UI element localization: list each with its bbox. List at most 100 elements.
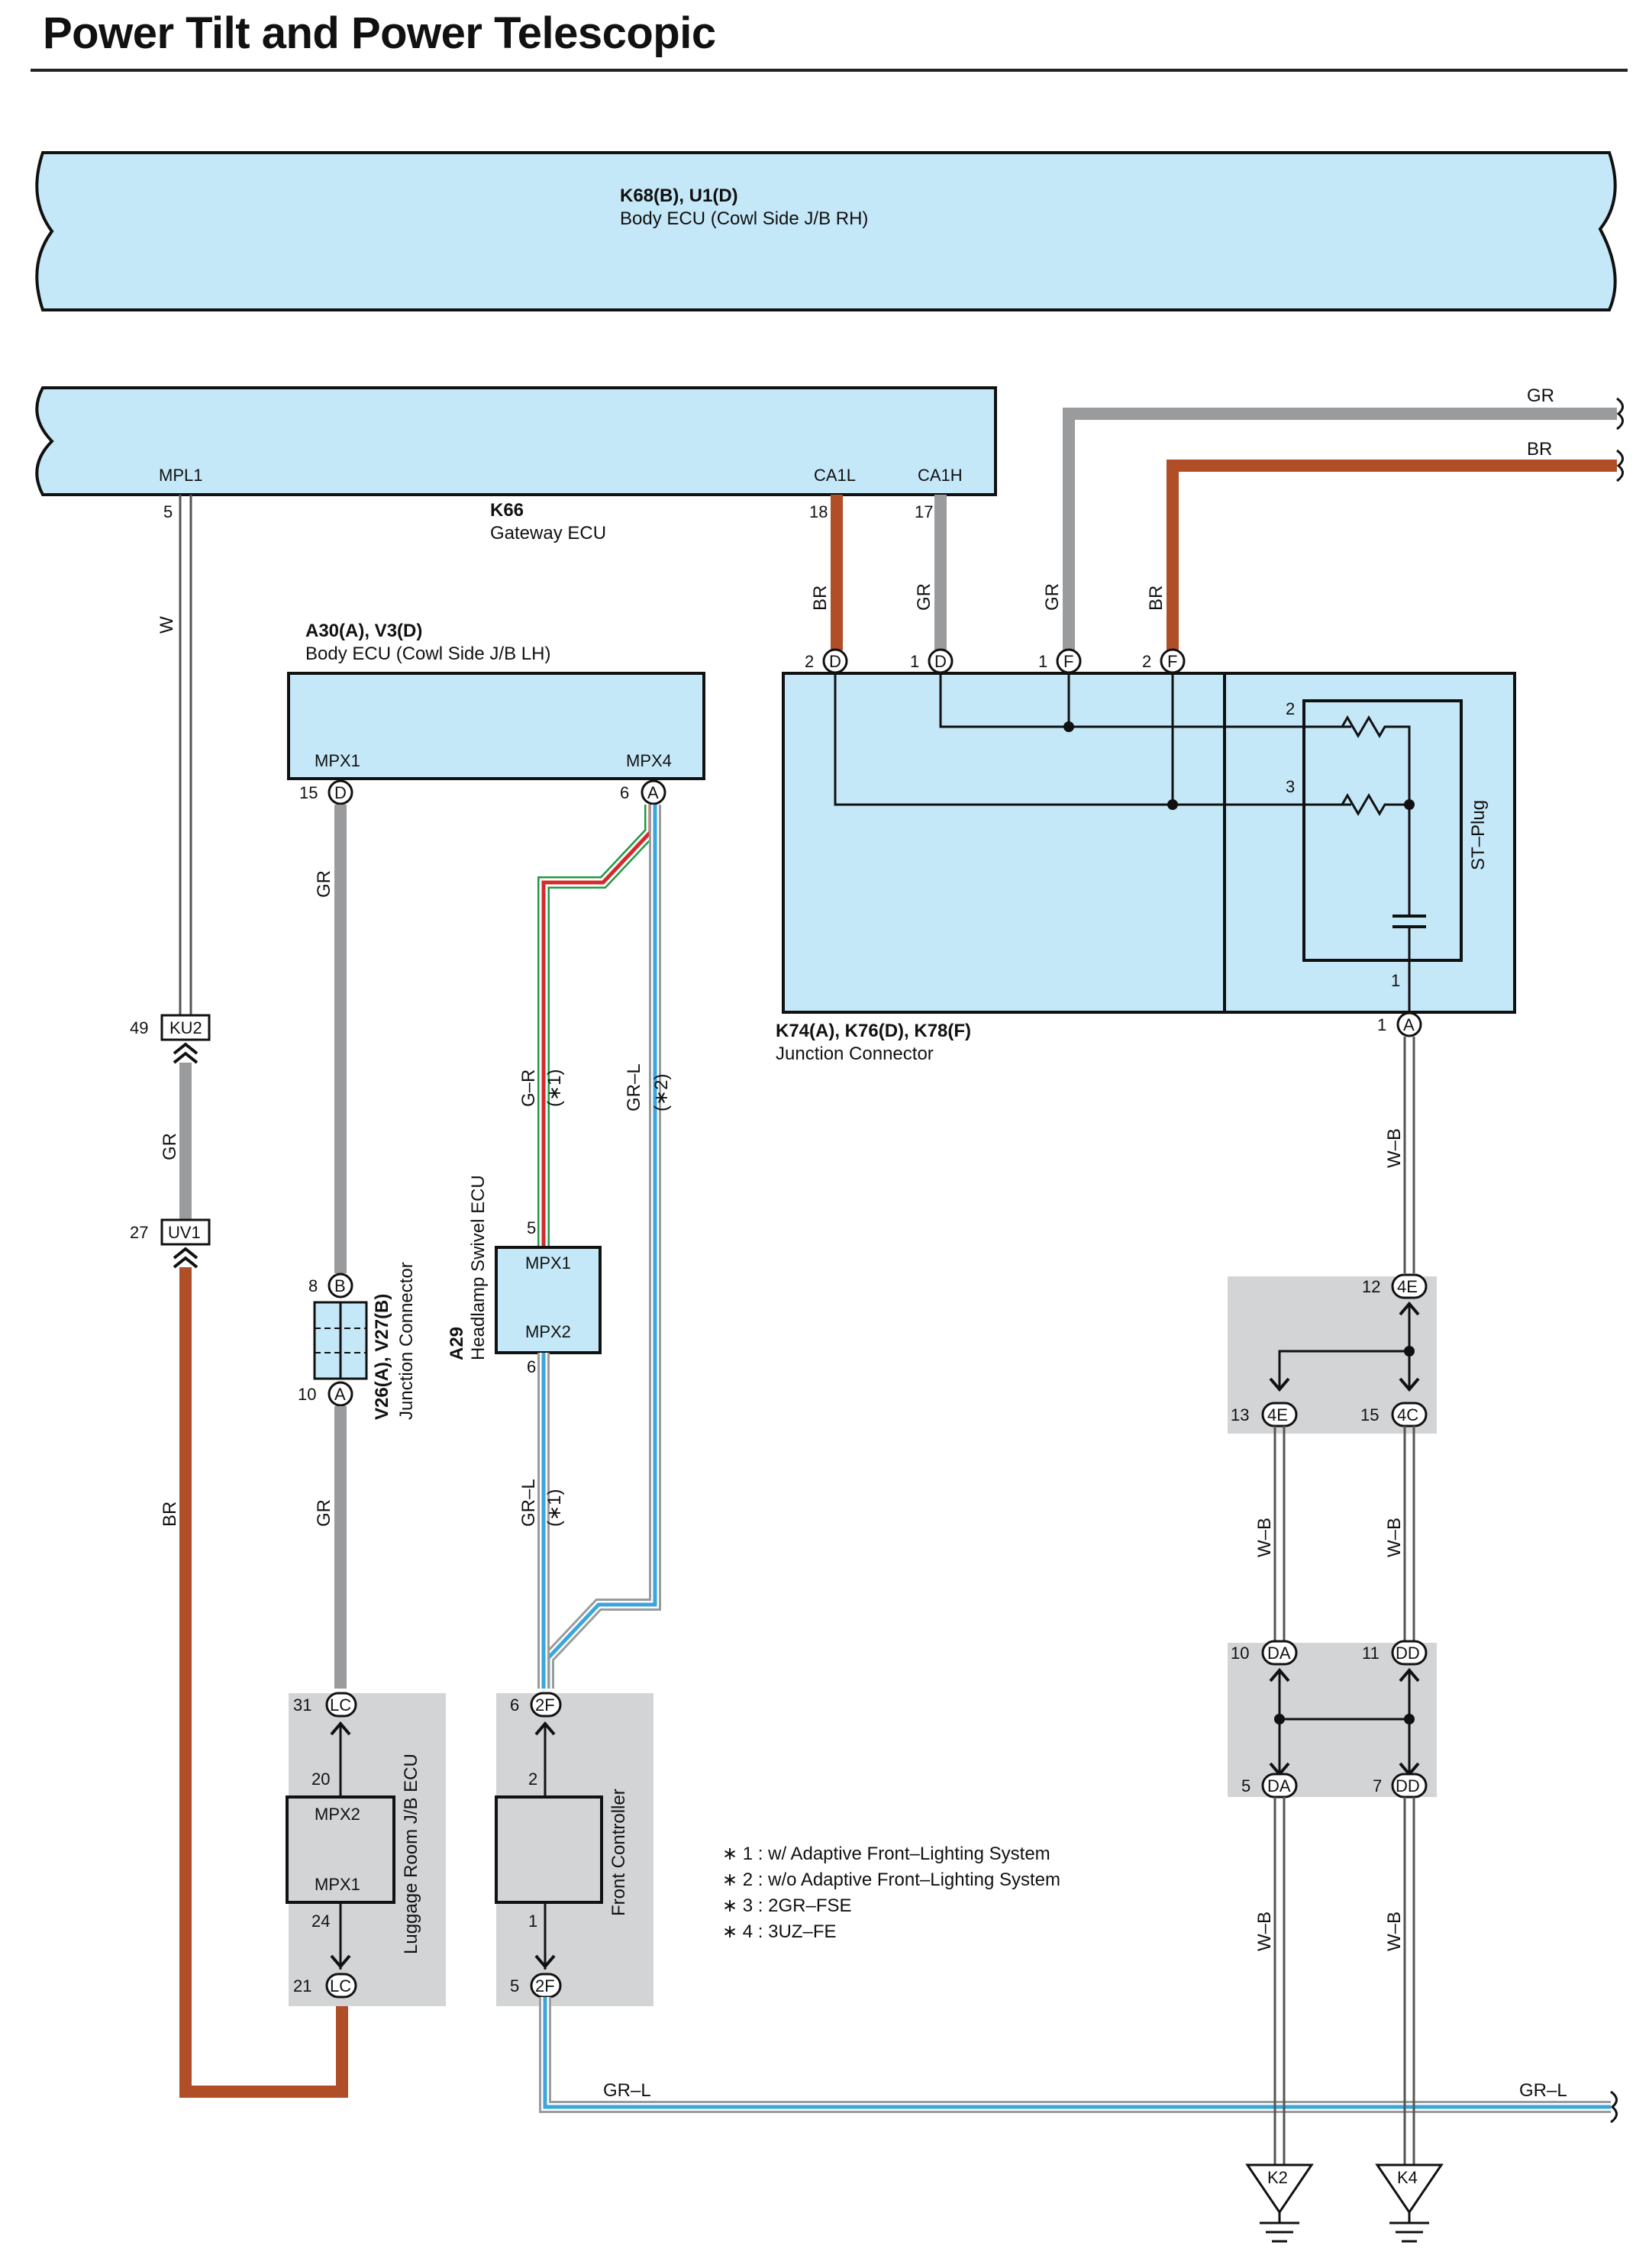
k74-pin-out: 1 — [1377, 1015, 1386, 1034]
hs-pin6: 6 — [527, 1357, 536, 1376]
pin-num-ca1h: 17 — [915, 502, 933, 521]
k74-pin-d1: 1 — [910, 652, 919, 671]
ground-k2: K2 — [1245, 2163, 1314, 2243]
ground-k4-label: K4 — [1397, 2168, 1418, 2187]
gateway-ecu: MPL1 CA1L CA1H K66 Gateway ECU 5 18 17 — [35, 386, 997, 544]
wire-label-w: W — [157, 616, 177, 634]
conn-b-v26: B — [334, 1276, 346, 1295]
k74-name: Junction Connector — [776, 1044, 934, 1064]
wire-br-right — [1167, 460, 1617, 650]
cda-bot-num: 5 — [1241, 1776, 1250, 1795]
wire-note-1b: (∗1) — [544, 1489, 565, 1527]
connector-ku2: KU2 49 — [130, 1014, 211, 1064]
c4e-top-num: 12 — [1362, 1277, 1380, 1296]
body-ecu-lh-code: A30(A), V3(D) — [305, 621, 422, 641]
conn-d-lh: D — [334, 783, 347, 802]
st-plug-label: ST–Plug — [1468, 800, 1489, 870]
wire-note-2: (∗2) — [651, 1074, 672, 1111]
wire-label-gr-6: GR — [1042, 583, 1063, 611]
junction-connector-k74: D 2 D 1 F 1 F 2 2 3 1 ST–Plug A 1 K74(A — [776, 648, 1516, 1064]
cdd-bot-num: 7 — [1373, 1776, 1382, 1795]
wire-label-w-b-4: W–B — [1254, 1912, 1275, 1951]
connector-uv1-num: 27 — [130, 1223, 148, 1242]
luggage-room-jb-ecu: LC 31 20 MPX2 MPX1 24 LC 21 Luggage Room… — [286, 1692, 446, 2006]
connector-block-da: DA 10 DD 11 DA 5 DD 7 — [1228, 1640, 1437, 1799]
hs-name: Headlamp Swivel ECU — [468, 1175, 489, 1360]
cdd-top-name: DD — [1396, 1644, 1420, 1663]
wire-label-gr-3: GR — [314, 1499, 334, 1527]
c4e-top-name: 4E — [1397, 1277, 1418, 1296]
body-ecu-lh-name: Body ECU (Cowl Side J/B LH) — [305, 644, 550, 664]
c4c-num: 15 — [1360, 1405, 1379, 1424]
wire-w-b-ground: W–B W–B — [1254, 1797, 1415, 2165]
cda-bot-name: DA — [1267, 1776, 1291, 1795]
k74-pin-f2: 2 — [1142, 652, 1151, 671]
gateway-ecu-code: K66 — [490, 500, 524, 521]
fc-pin-1: 1 — [528, 1912, 537, 1931]
pin-num-21: 21 — [293, 1976, 311, 1995]
body-ecu-rh-code: K68(B), U1(D) — [620, 186, 738, 206]
pin-mpx4-lh: MPX4 — [626, 751, 672, 770]
wire-gr-right — [1063, 408, 1617, 650]
wire-label-br-2: BR — [810, 586, 831, 611]
pin-num-15: 15 — [299, 783, 318, 802]
wire-label-br-1: BR — [160, 1502, 180, 1527]
wire-gr-l-bottom: GR–L GR–L — [539, 1997, 1618, 2124]
wire-label-gr-1: GR — [160, 1133, 180, 1160]
note-4: ∗ 4 : 3UZ–FE — [722, 1921, 836, 1942]
connector-block-4e: 4E 12 4E 13 4C 15 — [1228, 1273, 1437, 1434]
wire-w: W — [157, 495, 192, 1015]
k74-pin-d2: 2 — [805, 652, 814, 671]
cdd-bot-name: DD — [1396, 1776, 1420, 1795]
k74-pin-f1: 1 — [1038, 652, 1047, 671]
k74-code: K74(A), K76(D), K78(F) — [776, 1021, 971, 1041]
pin-20: 20 — [311, 1770, 330, 1789]
title-rule — [31, 69, 1628, 72]
junction-connector-v26: B 8 A 10 V26(A), V27(B) Junction Connect… — [298, 1262, 417, 1420]
hs-mpx1: MPX1 — [525, 1253, 571, 1273]
cda-top-num: 10 — [1231, 1644, 1249, 1663]
ground-k4: K4 — [1375, 2163, 1444, 2243]
conn-lc-bot: LC — [330, 1976, 351, 1995]
pin-num-31: 31 — [293, 1695, 311, 1715]
c4e-left-num: 13 — [1231, 1405, 1249, 1424]
wire-label-w-b-5: W–B — [1384, 1912, 1405, 1951]
v26-name: Junction Connector — [396, 1262, 417, 1420]
k74-r1: 1 — [1391, 971, 1400, 990]
note-2: ∗ 2 : w/o Adaptive Front–Lighting System — [722, 1870, 1060, 1890]
k74-r3: 3 — [1286, 777, 1295, 796]
k74-conn-d-b: D — [934, 652, 947, 671]
pin-24: 24 — [311, 1912, 330, 1931]
wire-br-uv1-lc — [179, 1267, 348, 2098]
note-3: ∗ 3 : 2GR–FSE — [722, 1895, 852, 1916]
conn-a-lh: A — [647, 783, 659, 802]
footnotes: ∗ 1 : w/ Adaptive Front–Lighting System … — [722, 1844, 1060, 1942]
wire-label-gr-4: GR — [914, 583, 934, 611]
wire-label-br-4: BR — [1146, 586, 1167, 611]
pin-ca1l: CA1L — [814, 466, 856, 485]
k74-conn-a: A — [1403, 1015, 1415, 1034]
body-ecu-rh-name: Body ECU (Cowl Side J/B RH) — [620, 208, 868, 229]
wire-g-r: G–R (∗1) — [518, 805, 657, 1247]
conn-2f-bot: 2F — [535, 1976, 555, 1995]
connector-uv1: UV1 27 — [130, 1218, 211, 1269]
conn-a-v26: A — [334, 1385, 346, 1404]
connector-uv1-name: UV1 — [168, 1223, 201, 1242]
pin-num-fc-6: 6 — [510, 1695, 519, 1715]
wire-note-1a: (∗1) — [544, 1069, 565, 1107]
wire-label-g-r: G–R — [518, 1069, 539, 1107]
k74-conn-f-b: F — [1167, 652, 1177, 671]
conn-2f-top: 2F — [535, 1695, 555, 1715]
wire-w-b-mid: W–B W–B — [1254, 1426, 1415, 1643]
cdd-top-num: 11 — [1362, 1644, 1380, 1663]
page-title: Power Tilt and Power Telescopic — [43, 8, 716, 58]
pin-num-8: 8 — [308, 1276, 318, 1295]
lc-mpx1: MPX1 — [315, 1875, 360, 1894]
headlamp-swivel-ecu: MPX1 MPX2 5 6 A29 Headlamp Swivel ECU — [447, 1175, 602, 1376]
wire-label-w-b-1: W–B — [1384, 1128, 1405, 1168]
wire-w-b-k74: W–B — [1384, 1037, 1415, 1273]
wire-label-gr-l-d: GR–L — [1519, 2080, 1567, 2101]
k74-r2: 2 — [1286, 699, 1295, 718]
k74-conn-f-a: F — [1063, 652, 1073, 671]
